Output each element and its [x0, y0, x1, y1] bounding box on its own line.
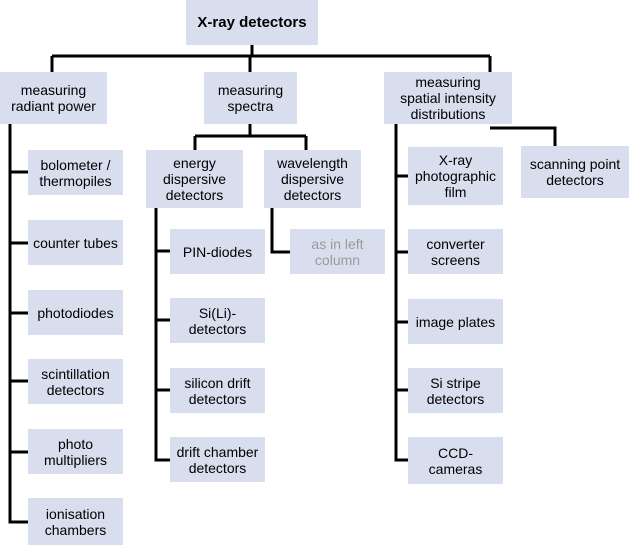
wavelength-dispersive-connector [270, 208, 290, 254]
scintillation-detectors-node: scintillation detectors [28, 359, 123, 404]
spatial-connector [394, 123, 557, 462]
counter-tubes-node: counter tubes [28, 220, 123, 265]
ccd-cameras-node: CCD- cameras [408, 437, 503, 484]
scanning-point-detectors-node: scanning point detectors [521, 146, 629, 198]
drift-chamber-detectors-node: drift chamber detectors [170, 437, 265, 482]
bolometer-thermopiles-node: bolometer / thermopiles [28, 150, 123, 195]
energy-dispersive-connector [154, 208, 170, 462]
spectra-connector [193, 123, 308, 150]
silicon-drift-detectors-node: silicon drift detectors [170, 368, 265, 413]
radiant-power-connector [8, 123, 28, 524]
measuring-radiant-power-node: measuring radiant power [0, 72, 107, 124]
si-li-detectors-node: Si(Li)- detectors [170, 298, 265, 343]
wavelength-dispersive-detectors-node: wavelength dispersive detectors [264, 150, 361, 208]
root-connector [50, 45, 492, 72]
ionisation-chambers-node: ionisation chambers [28, 498, 123, 545]
as-in-left-column-node: as in left column [290, 229, 385, 274]
si-stripe-detectors-node: Si stripe detectors [408, 368, 503, 413]
image-plates-node: image plates [408, 299, 503, 344]
photodiodes-node: photodiodes [28, 290, 123, 335]
measuring-spectra-node: measuring spectra [204, 72, 297, 124]
measuring-spatial-intensity-node: measuring spatial intensity distribution… [384, 72, 512, 124]
pin-diodes-node: PIN-diodes [170, 229, 265, 274]
root-node: X-ray detectors [186, 0, 318, 45]
photo-multipliers-node: photo multipliers [28, 429, 123, 474]
xray-photographic-film-node: X-ray photographic film [408, 147, 503, 205]
converter-screens-node: converter screens [408, 229, 503, 274]
energy-dispersive-detectors-node: energy dispersive detectors [146, 150, 243, 208]
